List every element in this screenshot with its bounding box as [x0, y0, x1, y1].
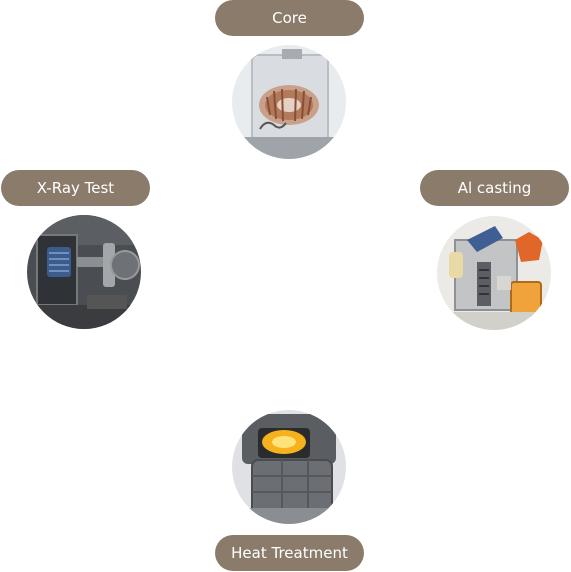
- casting-machine-icon[interactable]: [437, 216, 551, 330]
- step-xray-label[interactable]: X-Ray Test: [1, 170, 150, 206]
- furnace-icon[interactable]: [232, 410, 346, 524]
- step-al-casting-label[interactable]: Al casting: [420, 170, 569, 206]
- step-heat-treatment-label[interactable]: Heat Treatment: [215, 535, 364, 571]
- core-winding-icon[interactable]: [232, 45, 346, 159]
- step-core-label[interactable]: Core: [215, 0, 364, 36]
- xray-machine-icon[interactable]: [27, 215, 141, 329]
